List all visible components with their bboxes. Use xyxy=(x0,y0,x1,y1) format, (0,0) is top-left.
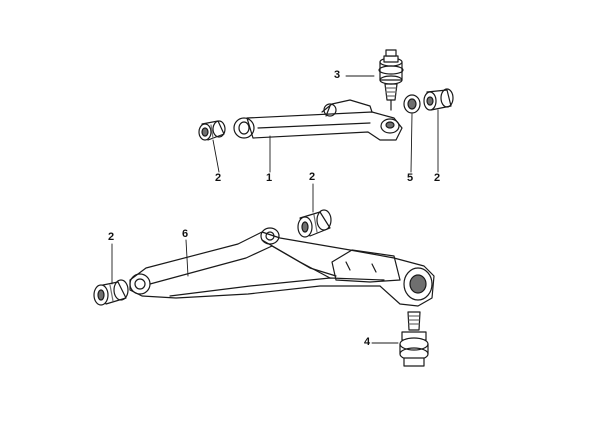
callout-upper-bushing-left: 2 xyxy=(215,172,222,184)
lower-bushing-top xyxy=(297,209,332,238)
ball-joint-lower xyxy=(399,311,429,367)
callout-upper-arm: 1 xyxy=(266,172,273,184)
callout-ball-joint-lower: 4 xyxy=(364,336,371,348)
upper-bushing-left xyxy=(198,120,226,141)
callout-lower-bushing-left: 2 xyxy=(108,231,115,243)
callout-lower-arm: 6 xyxy=(182,228,189,240)
washer xyxy=(403,94,421,114)
upper-bushing-right xyxy=(423,88,454,111)
upper-control-arm xyxy=(233,99,403,141)
callout-upper-bushing-right: 2 xyxy=(434,172,441,184)
callout-lower-bushing-top: 2 xyxy=(309,171,316,183)
lower-control-arm xyxy=(129,227,435,307)
leader-lines xyxy=(111,75,439,344)
callout-ball-joint-upper: 3 xyxy=(334,69,341,81)
ball-joint-upper xyxy=(378,49,404,111)
callout-washer: 5 xyxy=(407,172,414,184)
lower-bushing-left xyxy=(93,279,129,306)
